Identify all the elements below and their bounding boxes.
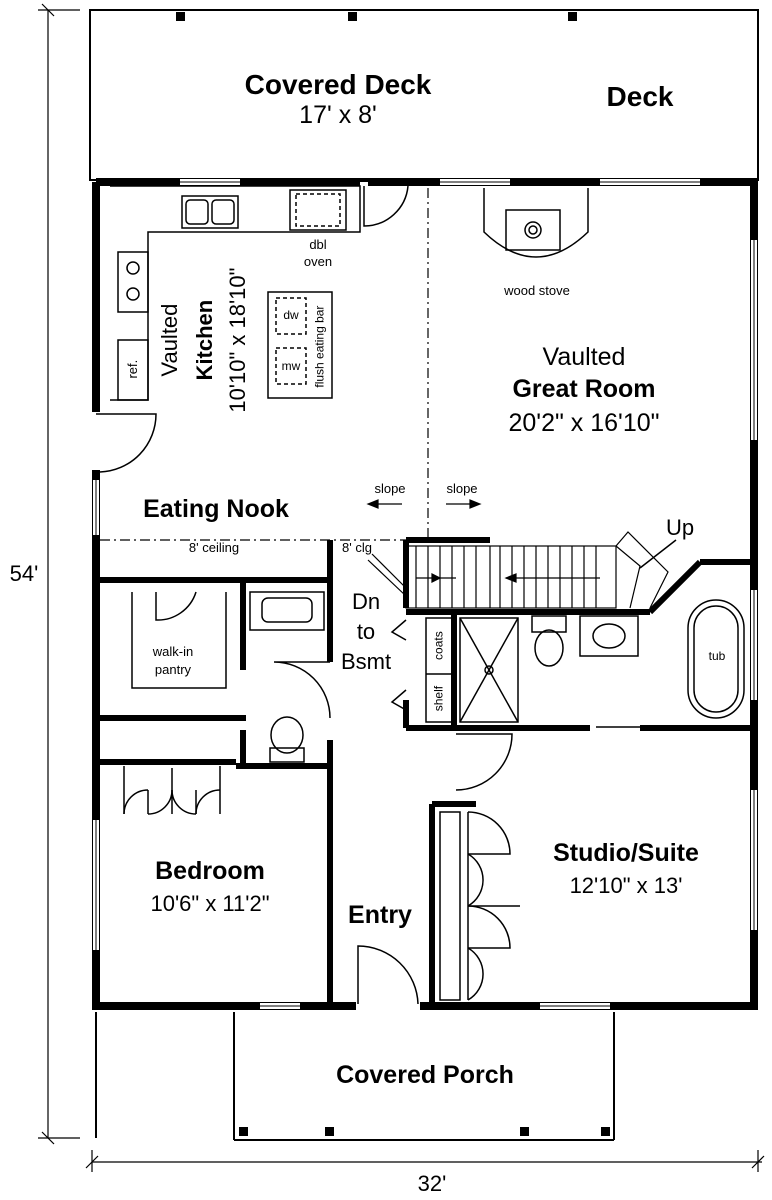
coats-label: coats bbox=[431, 631, 446, 660]
covered-deck-size: 17' x 8' bbox=[299, 101, 377, 129]
eating-nook-name: Eating Nook bbox=[143, 495, 289, 523]
width-dimension: 32' bbox=[417, 1171, 447, 1196]
deck-name: Deck bbox=[606, 81, 674, 112]
entry-name: Entry bbox=[348, 901, 412, 929]
porch-post bbox=[239, 1127, 248, 1136]
dbl-oven-label-1: dbl bbox=[309, 237, 327, 252]
interior-walls bbox=[100, 537, 756, 1004]
studio-door-swing bbox=[455, 733, 513, 791]
dw-label: dw bbox=[283, 308, 299, 322]
kitchen-counters bbox=[110, 185, 361, 401]
mw-label: mw bbox=[281, 359, 301, 373]
kitchen-qualifier: Vaulted bbox=[156, 303, 182, 377]
window-lines bbox=[95, 181, 755, 1007]
stairs bbox=[367, 531, 669, 609]
half-bath bbox=[249, 591, 325, 763]
pantry-door-swing bbox=[155, 591, 197, 621]
slope-right-label: slope bbox=[446, 481, 478, 496]
studio-size: 12'10" x 13' bbox=[569, 873, 683, 898]
clg-8-label: 8' clg bbox=[342, 540, 372, 555]
kitchen-size: 10'10" x 18'10" bbox=[224, 267, 250, 413]
porch-post bbox=[520, 1127, 529, 1136]
pantry-shelving bbox=[131, 592, 227, 689]
bath-fixtures bbox=[531, 599, 745, 719]
tub-label: tub bbox=[708, 649, 726, 663]
up-arrow bbox=[639, 539, 677, 569]
deck-post bbox=[348, 12, 357, 21]
deck-post bbox=[568, 12, 577, 21]
kitchen-island bbox=[267, 291, 333, 399]
deck-post bbox=[176, 12, 185, 21]
slope-left-label: slope bbox=[374, 481, 406, 496]
dn-label-3: Bsmt bbox=[340, 649, 392, 674]
coat-closet bbox=[390, 617, 453, 723]
wood-stove-label: wood stove bbox=[504, 283, 570, 298]
dimension-lines bbox=[38, 3, 765, 1172]
shower bbox=[459, 617, 519, 723]
up-label: Up bbox=[665, 515, 695, 540]
slope-arrows bbox=[366, 499, 482, 509]
studio-name: Studio/Suite bbox=[553, 839, 699, 867]
bedroom-closet bbox=[123, 766, 221, 815]
dn-label-1: Dn bbox=[351, 589, 381, 614]
great-room-name: Great Room bbox=[512, 375, 656, 403]
covered-deck-name: Covered Deck bbox=[244, 69, 432, 100]
porch-post bbox=[601, 1127, 610, 1136]
pantry-label-2: pantry bbox=[154, 662, 192, 677]
bedroom-size: 10'6" x 11'2" bbox=[150, 891, 270, 916]
porch-post bbox=[325, 1127, 334, 1136]
great-room-qualifier: Vaulted bbox=[542, 343, 626, 371]
side-door-swing bbox=[96, 413, 157, 473]
pantry-label-1: walk-in bbox=[152, 644, 194, 659]
height-dimension: 54' bbox=[9, 561, 39, 587]
ref-label: ref. bbox=[124, 359, 140, 379]
half-bath-door-swing bbox=[273, 661, 331, 719]
dn-label-2: to bbox=[356, 619, 376, 644]
entry-door-swing bbox=[357, 945, 419, 1005]
great-room-size: 20'2" x 16'10" bbox=[508, 409, 660, 437]
shelf-label: shelf bbox=[431, 685, 446, 712]
bedroom-name: Bedroom bbox=[155, 857, 265, 885]
dbl-oven-label-2: oven bbox=[303, 254, 333, 269]
wood-stove-shape bbox=[483, 188, 589, 258]
eating-bar-label: flush eating bar bbox=[312, 305, 327, 388]
kitchen-name: Kitchen bbox=[191, 299, 217, 381]
back-door-swing bbox=[363, 185, 409, 227]
studio-closet bbox=[439, 811, 520, 1001]
covered-porch-name: Covered Porch bbox=[336, 1061, 514, 1089]
ceiling-8-label: 8' ceiling bbox=[188, 540, 240, 555]
covered-porch-outline bbox=[95, 1012, 615, 1141]
